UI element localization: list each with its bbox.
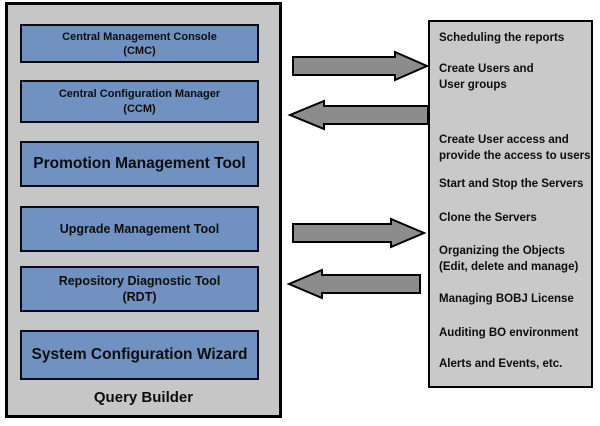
function-item-line: Alerts and Events, etc. <box>439 358 563 370</box>
function-item-line: Create User access and <box>439 134 569 146</box>
function-item: Organizing the Objects (Edit, delete and … <box>439 243 591 275</box>
function-item-line: User groups <box>439 79 507 91</box>
arrow-left-top-icon <box>287 99 429 131</box>
tool-box: Central Configuration Manager (CCM) <box>20 80 259 123</box>
function-item-line: Start and Stop the Servers <box>439 178 584 190</box>
tool-box-title: Central Configuration Manager <box>58 87 221 100</box>
tool-box-title: Repository Diagnostic Tool <box>58 274 221 288</box>
arrow-right-bottom-icon <box>292 217 427 249</box>
tool-box-title: Upgrade Management Tool <box>59 222 220 236</box>
function-item: Start and Stop the Servers <box>439 176 591 192</box>
tools-panel: Query Builder Central Management Console… <box>5 2 282 418</box>
tool-box: Promotion Management Tool <box>20 141 259 187</box>
function-item-line: (Edit, delete and manage) <box>439 261 579 273</box>
function-item: Auditing BO environment <box>439 325 591 341</box>
tool-box-title: Central Management Console <box>62 30 217 43</box>
arrow-left-bottom-icon <box>286 268 421 300</box>
tool-box-title: System Configuration Wizard <box>31 346 248 363</box>
function-item-line: Managing BOBJ License <box>439 293 574 305</box>
tool-box-subtitle: (CCM) <box>123 102 156 115</box>
function-item-line: Auditing BO environment <box>439 327 579 339</box>
function-item: Alerts and Events, etc. <box>439 356 591 372</box>
tool-box: Upgrade Management Tool <box>20 206 259 252</box>
function-item: Scheduling the reports <box>439 30 591 46</box>
tool-box: Central Management Console(CMC) <box>20 24 259 63</box>
function-item: Clone the Servers <box>439 210 591 226</box>
tool-box: Repository Diagnostic Tool (RDT) <box>20 266 259 312</box>
function-item-line: Create Users and <box>439 63 534 75</box>
function-item-line: Organizing the Objects <box>439 245 565 257</box>
function-item: Create User access and provide the access… <box>439 132 591 164</box>
function-item-line: Clone the Servers <box>439 212 537 224</box>
query-builder-label: Query Builder <box>93 389 194 406</box>
tool-box-title: Promotion Management Tool <box>33 155 246 172</box>
tool-box-subtitle: (RDT) <box>122 290 157 304</box>
function-item: Managing BOBJ License <box>439 291 591 307</box>
arrow-right-top-icon <box>292 50 430 82</box>
function-item-line: provide the access to users <box>439 150 591 162</box>
tool-box-subtitle: (CMC) <box>123 44 156 57</box>
function-item-line: Scheduling the reports <box>439 32 565 44</box>
tool-box: System Configuration Wizard <box>20 330 259 380</box>
